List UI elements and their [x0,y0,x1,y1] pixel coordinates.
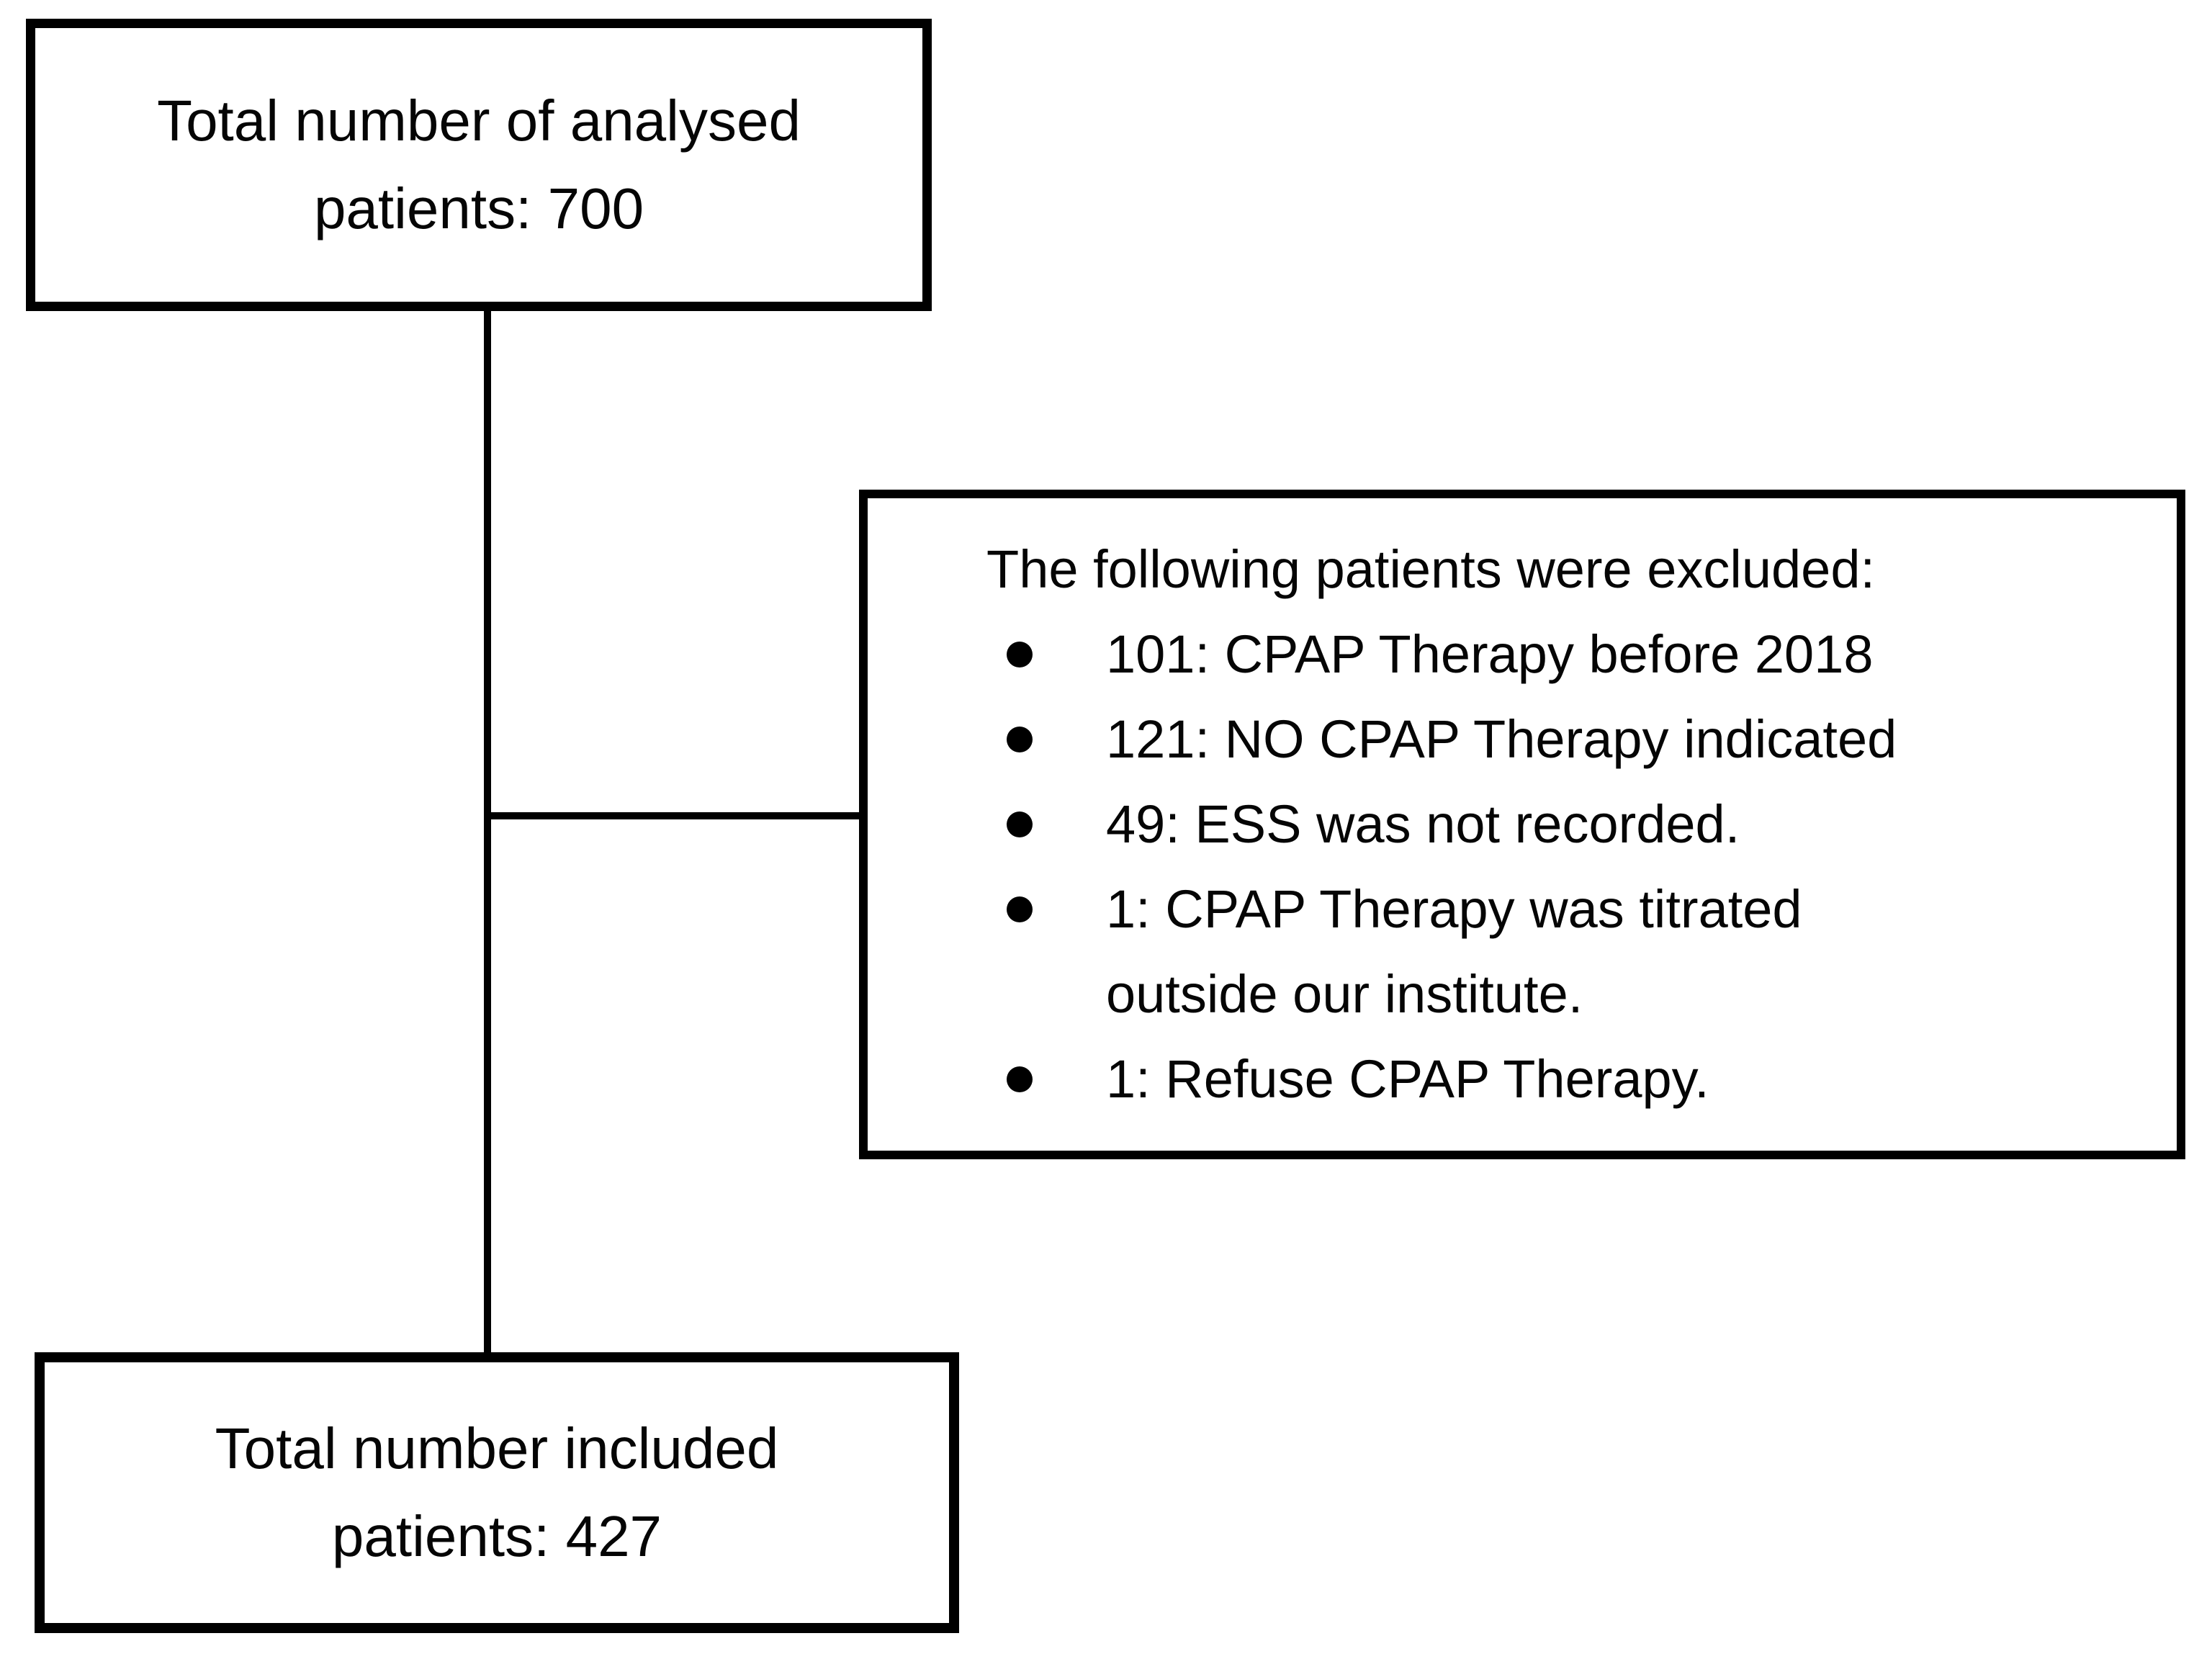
connector-horizontal-line [484,812,866,819]
exclusion-item: 1: CPAP Therapy was titrated outside our… [986,867,2155,1037]
total-included-text: Total number included patients: 427 [215,1416,779,1568]
total-analysed-box: Total number of analysed patients: 700 [26,19,932,311]
exclusion-item-text: 101: CPAP Therapy before 2018 [1106,624,1874,684]
exclusion-heading: The following patients were excluded: [986,539,1876,599]
exclusion-item-text: 121: NO CPAP Therapy indicated [1106,709,1897,769]
exclusion-item-text: 1: Refuse CPAP Therapy. [1106,1049,1709,1109]
bullet-icon [986,782,1106,867]
exclusion-item: 49: ESS was not recorded. [986,782,2155,867]
exclusion-item: 121: NO CPAP Therapy indicated [986,697,2155,782]
bullet-icon [986,697,1106,782]
total-analysed-text: Total number of analysed patients: 700 [157,89,801,240]
connector-vertical-line [484,310,491,1355]
exclusion-box: The following patients were excluded: 10… [859,490,2185,1159]
exclusion-item-text: 1: CPAP Therapy was titrated outside our… [1106,879,1802,1024]
exclusion-item: 1: Refuse CPAP Therapy. [986,1037,2155,1122]
exclusion-item-text: 49: ESS was not recorded. [1106,794,1740,854]
total-included-box: Total number included patients: 427 [35,1352,959,1633]
bullet-icon [986,1037,1106,1122]
exclusion-item: 101: CPAP Therapy before 2018 [986,612,2155,697]
bullet-icon [986,612,1106,697]
bullet-icon [986,867,1106,952]
